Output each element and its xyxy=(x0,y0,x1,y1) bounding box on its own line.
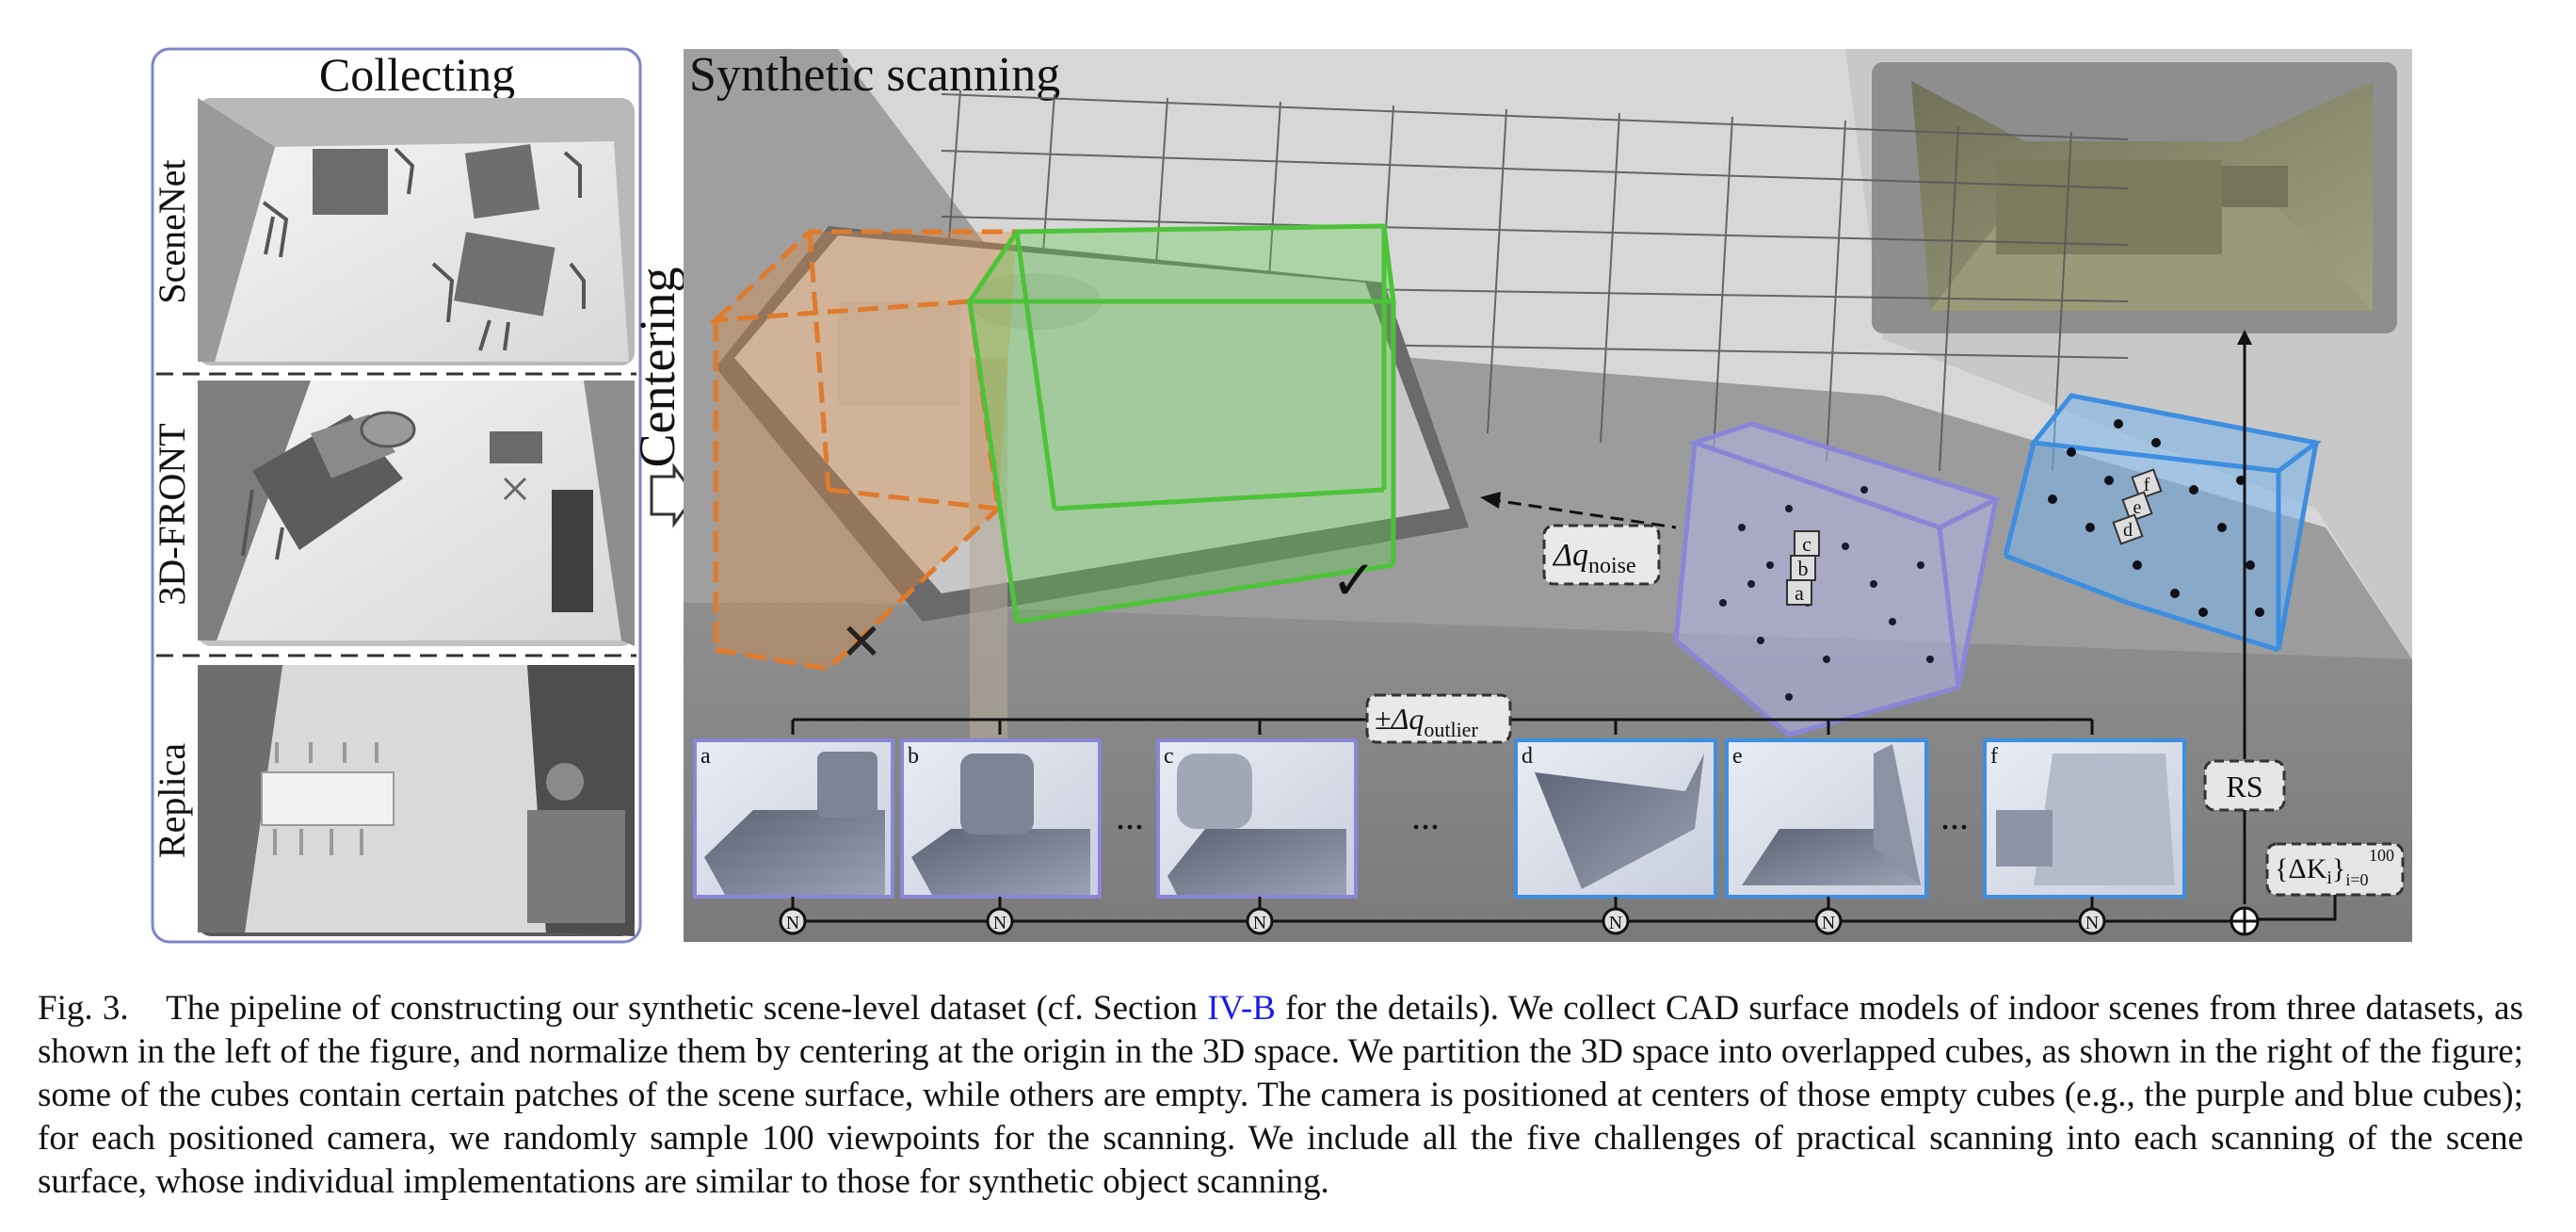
ellipsis-3: ... xyxy=(1940,795,1969,837)
dataset-label-scenenet: SceneNet xyxy=(151,159,193,303)
scenenet-render xyxy=(198,98,635,365)
bed-model xyxy=(716,226,1469,754)
collecting-panel: Collecting SceneNet xyxy=(151,47,642,944)
figure-caption: Fig. 3. The pipeline of constructing our… xyxy=(38,987,2523,1204)
3dfront-render xyxy=(198,381,635,646)
view-label-d: d xyxy=(1521,744,1533,769)
caption-text-end: for the details). We collect CAD surface… xyxy=(38,989,2523,1201)
view-c: c xyxy=(1156,738,1358,899)
svg-text:±Δqoutlier: ±Δqoutlier xyxy=(1375,702,1478,741)
k-sub: i xyxy=(2326,867,2332,888)
cube-blue: f e d xyxy=(2003,393,2323,653)
view-a: a xyxy=(693,738,894,899)
dataset-label-replica: Replica xyxy=(151,743,193,858)
caption-text-start: The pipeline of constructing our synthet… xyxy=(166,989,1208,1028)
k-sub2: i=0 xyxy=(2345,870,2368,889)
section-reference-link[interactable]: IV-B xyxy=(1207,989,1276,1028)
cube-accept: ✓ xyxy=(965,223,1396,624)
noise-annotation: Δqnoise xyxy=(1480,492,1677,586)
k-sup: 100 xyxy=(2369,846,2394,865)
k-close: } xyxy=(2332,853,2345,884)
blue-patch-f: f xyxy=(2144,475,2150,495)
outlier-label: ±Δq xyxy=(1375,702,1424,736)
point-cloud-inset xyxy=(1872,62,2397,333)
replica-render xyxy=(198,665,635,936)
ellipsis-2: ... xyxy=(1411,795,1440,837)
reject-mark: ✕ xyxy=(840,614,882,671)
rs-label: RS xyxy=(2226,770,2262,803)
normalize-node-1: N xyxy=(786,913,799,933)
normalize-node-2: N xyxy=(993,913,1006,933)
normalize-node-3: N xyxy=(1253,913,1266,933)
accept-mark: ✓ xyxy=(1331,550,1377,611)
view-b: b xyxy=(900,738,1102,899)
scanning-panel: Synthetic scanning xyxy=(684,48,2412,942)
view-label-c: c xyxy=(1164,744,1174,769)
view-f: f xyxy=(1983,738,2186,899)
cube-purple: c b a xyxy=(1673,421,2003,738)
view-label-b: b xyxy=(908,744,919,769)
normalize-node-5: N xyxy=(1822,913,1835,933)
scanning-title: Synthetic scanning xyxy=(689,48,1060,102)
view-label-e: e xyxy=(1732,744,1743,769)
normalize-node-4: N xyxy=(1609,913,1622,933)
caption-label: Fig. 3. xyxy=(38,989,129,1028)
purple-patch-c: c xyxy=(1802,532,1811,556)
k-samples-box: {ΔKi}i=0 100 xyxy=(2265,842,2405,897)
blue-patch-e: e xyxy=(2133,497,2142,518)
purple-patch-a: a xyxy=(1795,581,1804,605)
svg-text:{ΔKi}i=0: {ΔKi}i=0 xyxy=(2275,853,2368,889)
ellipsis-1: ... xyxy=(1116,795,1144,837)
outlier-sub: outlier xyxy=(1424,718,1478,741)
blue-patch-d: d xyxy=(2123,520,2133,541)
purple-patch-b: b xyxy=(1798,557,1809,580)
view-e: e xyxy=(1725,738,1928,899)
view-d: d xyxy=(1514,738,1717,899)
view-label-a: a xyxy=(700,744,711,769)
noise-label: Δq xyxy=(1552,538,1588,573)
svg-text:Δqnoise: Δqnoise xyxy=(1552,538,1636,578)
noise-sub: noise xyxy=(1588,554,1636,578)
rs-box: RS xyxy=(2203,759,2286,812)
k-label: {ΔK xyxy=(2275,853,2327,884)
view-label-f: f xyxy=(1990,744,1998,769)
collecting-title: Collecting xyxy=(319,48,515,101)
normalize-node-6: N xyxy=(2085,913,2099,933)
centering-label: Centering xyxy=(629,267,685,468)
outlier-box: ±Δqoutlier xyxy=(1365,693,1512,744)
pipeline-figure: Collecting SceneNet xyxy=(151,47,2412,944)
normalize-nodes: N N N N N N xyxy=(779,897,2106,935)
dataset-label-3dfront: 3D-FRONT xyxy=(151,423,193,605)
